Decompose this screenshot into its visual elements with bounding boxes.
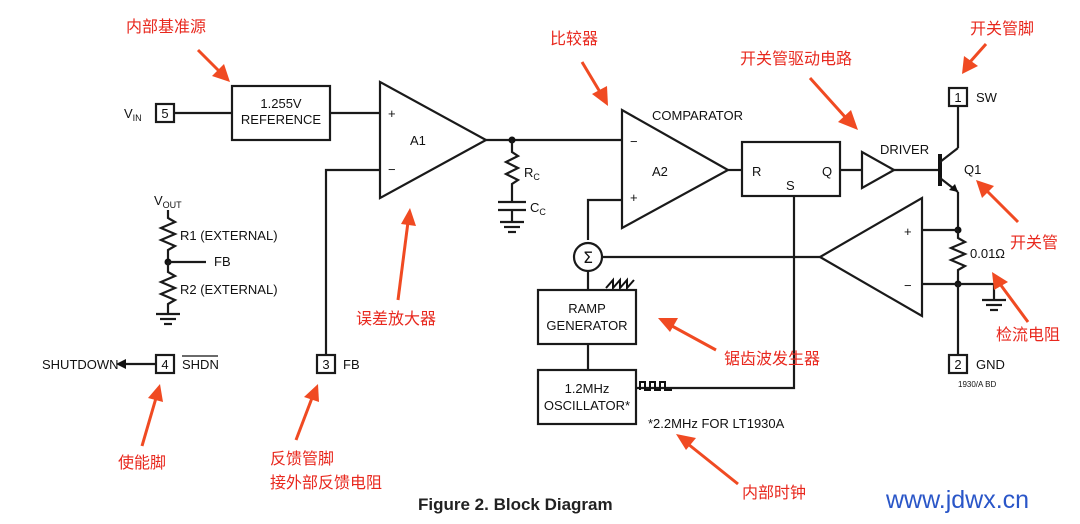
osc-label-2: OSCILLATOR* <box>544 398 630 413</box>
sense-plus: + <box>904 224 912 239</box>
r1-label: R1 (EXTERNAL) <box>180 228 278 243</box>
current-sense-amplifier <box>817 196 924 318</box>
fb-wire <box>324 168 380 355</box>
latch-q: Q <box>822 164 832 179</box>
sw-pin-label: SW <box>976 90 998 105</box>
ramp-label-1: RAMP <box>568 301 606 316</box>
error-amplifier-a1 <box>378 80 489 200</box>
annotation-feedback-line2: 接外部反馈电阻 <box>270 473 382 492</box>
annotation-comparator: 比较器 <box>550 29 598 48</box>
sr-latch <box>740 140 842 198</box>
comparator-a2 <box>620 108 731 230</box>
osc-note: *2.2MHz FOR LT1930A <box>648 416 785 431</box>
watermark: www.jdwx.cn <box>885 486 1029 514</box>
annotation-switch-pin: 开关管脚 <box>970 19 1034 38</box>
shdn-pin-number: 4 <box>161 357 168 372</box>
shdn-arrow-icon <box>116 359 126 369</box>
vout-label: VOUT <box>154 193 182 210</box>
r1-resistor <box>158 210 178 262</box>
gnd-pin-box <box>947 353 969 375</box>
a2-minus: − <box>630 134 638 149</box>
sum-symbol: Σ <box>583 248 593 267</box>
driver-label: DRIVER <box>880 142 929 157</box>
annotation-ramp-gen: 锯齿波发生器 <box>724 349 820 368</box>
sense-resistor-label: 0.01Ω <box>970 246 1005 261</box>
sw-pin-number: 1 <box>954 90 961 105</box>
annotation-switch-transistor: 开关管 <box>1010 233 1058 252</box>
ramp-waveform-icon <box>605 277 635 291</box>
a1-plus: + <box>388 106 396 121</box>
latch-s: S <box>786 178 795 193</box>
pulse-waveform-icon <box>639 381 672 391</box>
shdn-pin-box <box>154 353 176 375</box>
comparator-label: COMPARATOR <box>652 108 743 123</box>
annotation-feedback-line1: 反馈管脚 <box>270 449 334 468</box>
q1-collector <box>939 147 959 163</box>
drawing-code: 1930/A BD <box>958 380 996 389</box>
divider-fb-label: FB <box>214 254 231 269</box>
shdn-pin-label: SHDN <box>182 357 219 372</box>
fb-pin-number: 3 <box>322 357 329 372</box>
reference-label-1: 1.255V <box>260 96 302 111</box>
gnd-pin-number: 2 <box>954 357 961 372</box>
rc-resistor <box>503 140 521 202</box>
sw-pin-box <box>947 86 969 108</box>
latch-r: R <box>752 164 761 179</box>
osc-label-1: 1.2MHz <box>565 381 610 396</box>
annotation-switch-driver: 开关管驱动电路 <box>740 49 852 68</box>
a1-label: A1 <box>410 133 426 148</box>
r2-label: R2 (EXTERNAL) <box>180 282 278 297</box>
shutdown-label: SHUTDOWN <box>42 357 119 372</box>
sense-resistor <box>948 230 968 284</box>
a2-plus: + <box>630 190 638 205</box>
vin-pin-number: 5 <box>161 106 168 121</box>
reference-label-2: REFERENCE <box>241 112 322 127</box>
q1-label: Q1 <box>964 162 981 177</box>
sum-to-a2-wire <box>586 198 622 240</box>
annotation-sense-resistor: 检流电阻 <box>996 325 1060 344</box>
annotation-internal-clock: 内部时钟 <box>742 483 806 502</box>
driver-buffer <box>860 150 897 190</box>
fb-pin-label: FB <box>343 357 360 372</box>
annotation-enable-pin: 使能脚 <box>118 453 166 472</box>
cc-label: CC <box>530 200 546 217</box>
ramp-label-2: GENERATOR <box>546 318 627 333</box>
rc-label: RC <box>524 165 540 182</box>
fb-pin-box <box>315 353 337 375</box>
sense-minus: − <box>904 278 912 293</box>
annotation-internal-reference: 内部基准源 <box>126 17 206 36</box>
oscillator-block <box>536 368 638 426</box>
reference-block <box>230 84 332 142</box>
annotation-error-amp: 误差放大器 <box>356 309 436 328</box>
gnd-pin-label: GND <box>976 357 1005 372</box>
figure-caption: Figure 2. Block Diagram <box>418 495 613 514</box>
ramp-generator-block <box>536 288 638 346</box>
q1-emitter-arrow <box>949 184 958 192</box>
a2-label: A2 <box>652 164 668 179</box>
annotation-arrows <box>140 43 1030 486</box>
vin-label: VIN <box>124 106 142 123</box>
a1-minus: − <box>388 162 396 177</box>
osc-to-latch-wire <box>632 196 796 390</box>
r2-resistor <box>158 262 178 314</box>
